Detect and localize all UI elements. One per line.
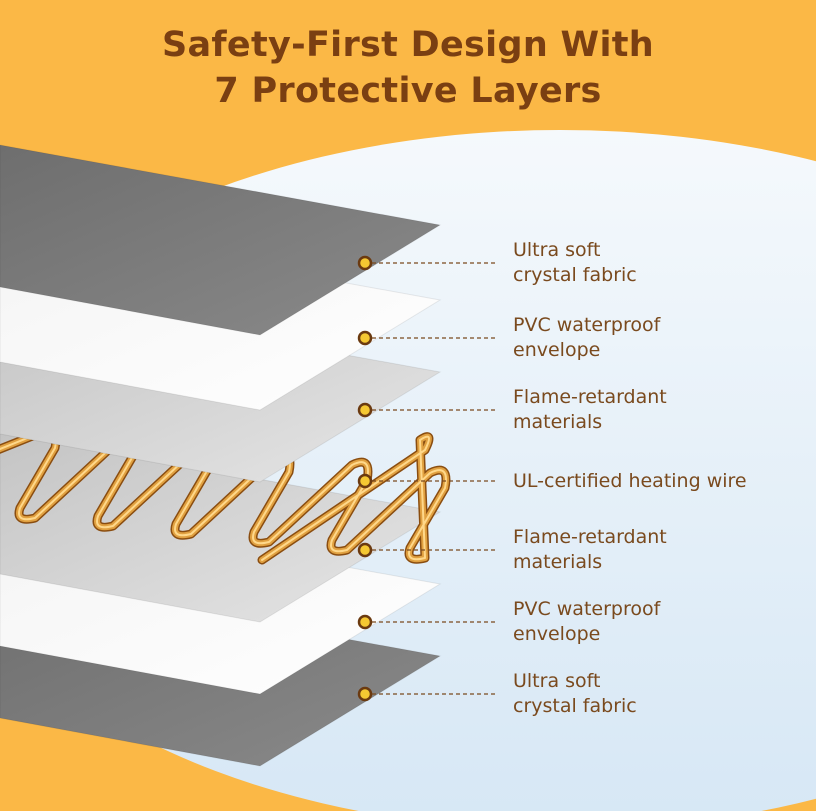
layer-label: UL-certified heating wire <box>513 469 747 494</box>
layer-label-line1: Flame-retardant <box>513 386 667 408</box>
layer-label-line1: Flame-retardant <box>513 526 667 548</box>
layer-label: PVC waterproof envelope <box>513 313 660 363</box>
marker-dot-icon <box>357 473 373 489</box>
layer-label: Flame-retardant materials <box>513 525 667 575</box>
layer-label-line1: Ultra soft <box>513 239 601 261</box>
layer-label-line2: envelope <box>513 623 601 645</box>
layer-label-line2: materials <box>513 411 603 433</box>
layer-label-line2: crystal fabric <box>513 264 637 286</box>
page-title: Safety-First Design With 7 Protective Lay… <box>0 22 816 114</box>
layer-label: Ultra soft crystal fabric <box>513 669 637 719</box>
layer-label: PVC waterproof envelope <box>513 597 660 647</box>
layer-label: Flame-retardant materials <box>513 385 667 435</box>
fabric-layer <box>0 144 442 336</box>
title-line-1: Safety-First Design With <box>161 25 654 65</box>
layer-label: Ultra soft crystal fabric <box>513 238 637 288</box>
marker-dot-icon <box>357 402 373 418</box>
layer-label-line2: crystal fabric <box>513 695 637 717</box>
layer-label-line1: UL-certified heating wire <box>513 470 747 492</box>
marker-dot-icon <box>357 255 373 271</box>
layer-label-line1: Ultra soft <box>513 670 601 692</box>
marker-dot-icon <box>357 614 373 630</box>
marker-dot-icon <box>357 542 373 558</box>
sheet-layer <box>0 431 442 623</box>
layer-label-line1: PVC waterproof <box>513 314 661 336</box>
marker-dot-icon <box>357 686 373 702</box>
marker-dot-icon <box>357 330 373 346</box>
layer-label-line2: envelope <box>513 339 601 361</box>
title-line-2: 7 Protective Layers <box>214 71 602 111</box>
layer-label-line2: materials <box>513 551 603 573</box>
layer-label-line1: PVC waterproof <box>513 598 661 620</box>
